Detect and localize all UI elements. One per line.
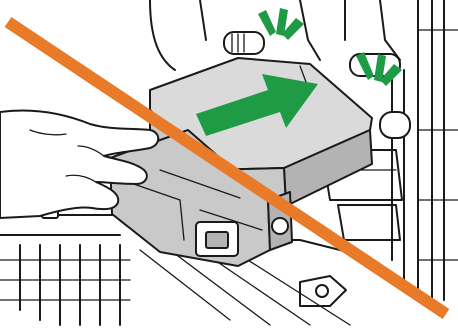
instruction-illustration: [0, 0, 458, 331]
